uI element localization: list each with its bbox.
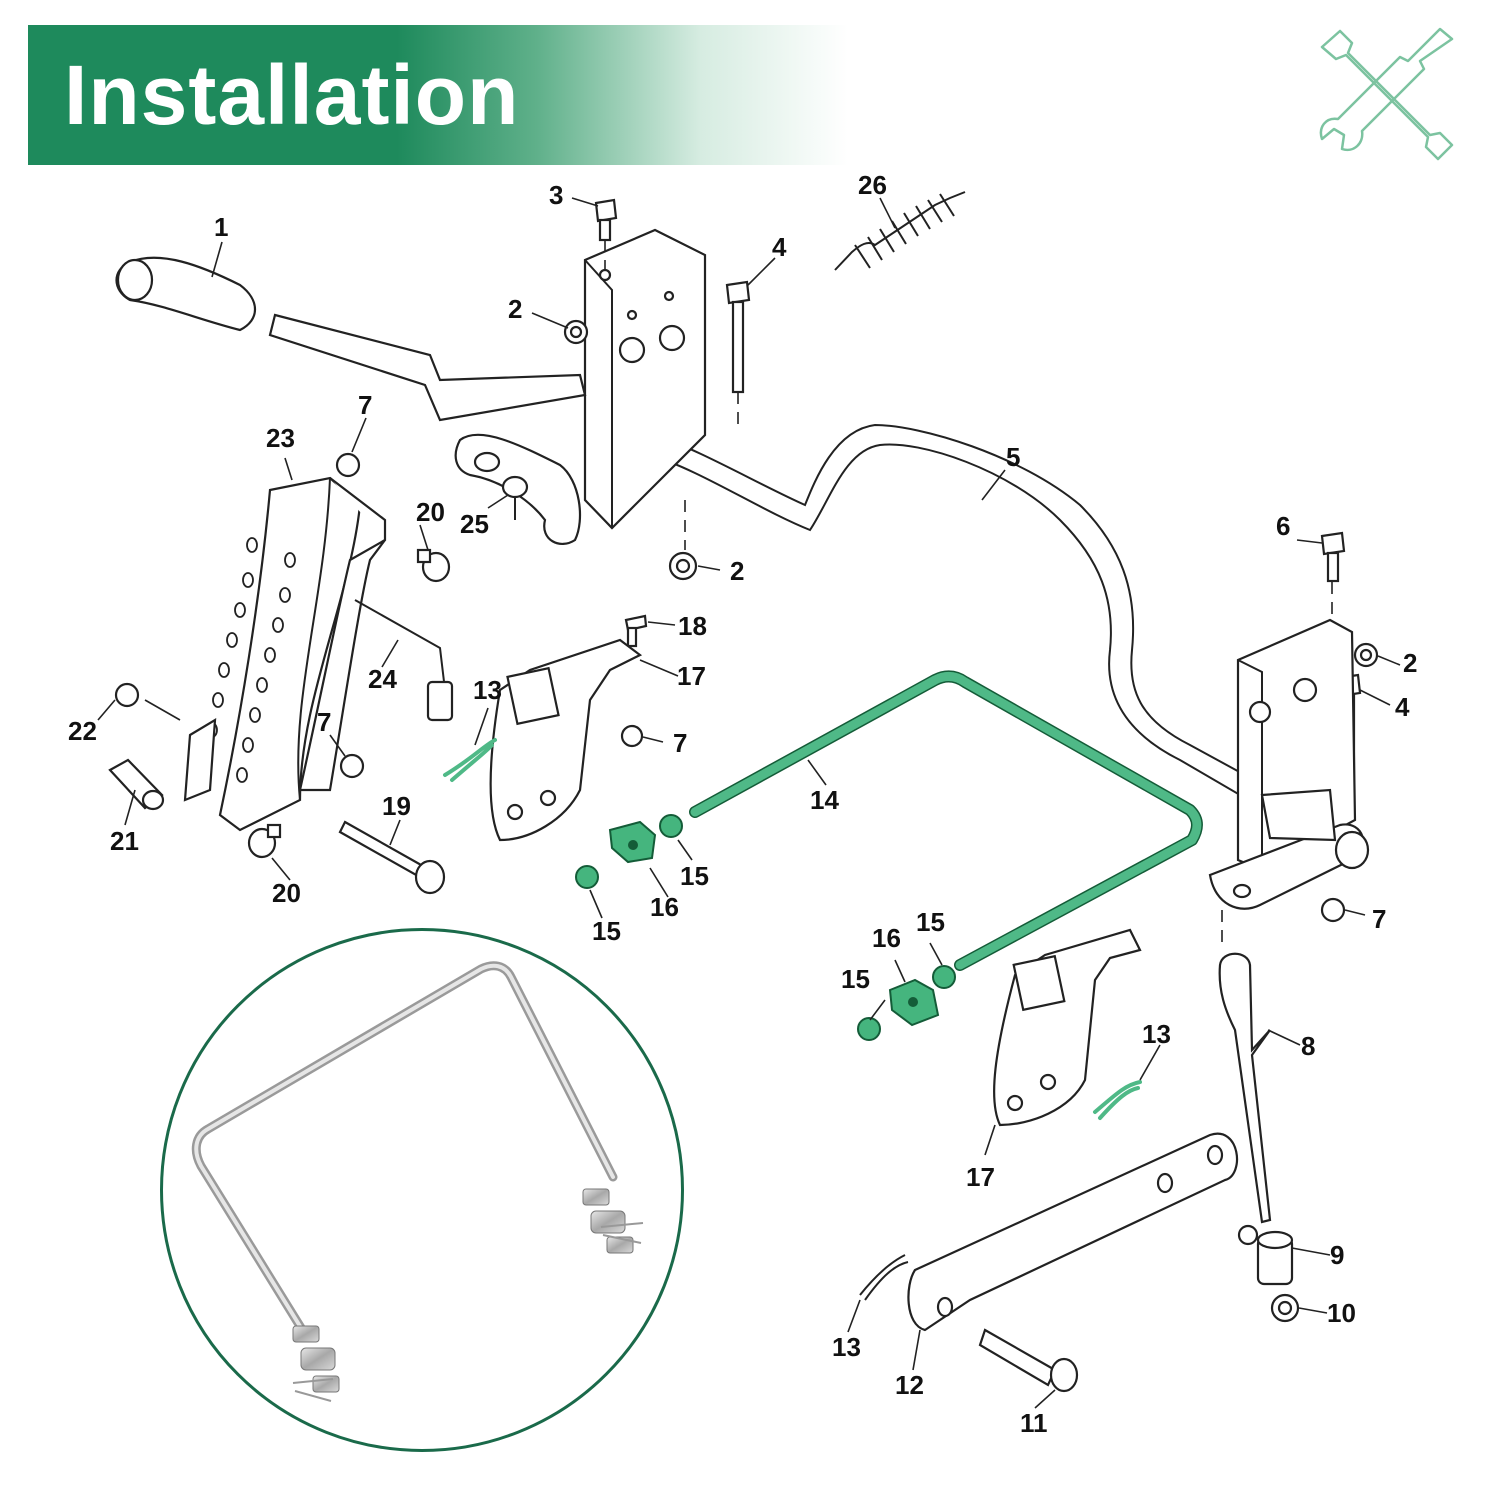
adjustment-rod [689, 670, 1203, 971]
callout-8: 8 [1301, 1031, 1315, 1061]
bolt-19 [338, 820, 446, 895]
callout-20b: 20 [272, 878, 301, 908]
callout-22: 22 [68, 716, 97, 746]
callout-24: 24 [368, 664, 397, 694]
callout-2c: 2 [1403, 648, 1417, 678]
nut-15d [857, 1017, 881, 1041]
callout-21: 21 [110, 826, 139, 856]
callout-2a: 2 [508, 294, 522, 324]
nut-15c [932, 965, 956, 989]
trunnion-16b [888, 978, 940, 1027]
wrench-screwdriver-icon [1319, 27, 1454, 161]
callout-18: 18 [678, 611, 707, 641]
callout-4b: 4 [1395, 692, 1410, 722]
callout-26: 26 [858, 170, 887, 200]
rod-product-illustration [191, 961, 644, 1402]
trunnion-16a [608, 820, 657, 864]
callout-10: 10 [1327, 1298, 1356, 1328]
nut-7b [339, 753, 365, 779]
callout-12: 12 [895, 1370, 924, 1400]
callout-19: 19 [382, 791, 411, 821]
link-rod [1218, 952, 1272, 1224]
hairpin-clip-right [1093, 1080, 1142, 1120]
callout-16a: 16 [650, 892, 679, 922]
callout-20a: 20 [416, 497, 445, 527]
upper-hardware [582, 1188, 644, 1254]
callout-13c: 13 [832, 1332, 861, 1362]
callout-13a: 13 [473, 675, 502, 705]
bolt-18 [624, 614, 648, 648]
bolt-4 [725, 280, 751, 394]
bolt-25 [501, 475, 529, 520]
callout-14: 14 [810, 785, 839, 815]
callout-17a: 17 [677, 661, 706, 691]
nut-2b [668, 551, 698, 581]
handle-shaft [268, 313, 587, 422]
product-inset [160, 928, 684, 1452]
callout-7d: 7 [1372, 904, 1386, 934]
nut-22 [114, 682, 140, 708]
title-banner: Installation [28, 25, 848, 165]
callout-2b: 2 [730, 556, 744, 586]
callout-6: 6 [1276, 511, 1290, 541]
callout-15a: 15 [680, 861, 709, 891]
main-bar-outline [648, 423, 1247, 797]
callout-7b: 7 [317, 707, 331, 737]
callout-15d: 15 [841, 964, 870, 994]
hairpin-clip-bottom [859, 1254, 909, 1301]
nut-7a [335, 452, 361, 478]
nut-7d [1320, 897, 1346, 923]
l-pin [354, 599, 446, 691]
pin-11 [978, 1328, 1057, 1387]
callout-7c: 7 [673, 728, 687, 758]
nut-15a [659, 814, 683, 838]
callout-7a: 7 [358, 390, 372, 420]
callout-23: 23 [266, 423, 295, 453]
upper-bracket [583, 228, 707, 530]
bolt-6 [1320, 531, 1346, 583]
nut-2a [563, 319, 589, 345]
hairpin-clip-left [443, 738, 497, 782]
callout-13b: 13 [1142, 1019, 1171, 1049]
nut-7c [620, 724, 644, 748]
callout-4a: 4 [772, 232, 787, 262]
nut-10 [1270, 1293, 1300, 1323]
lift-arm [907, 1132, 1239, 1332]
callout-9: 9 [1330, 1240, 1344, 1270]
callout-11: 11 [1020, 1408, 1048, 1438]
callout-5: 5 [1006, 442, 1020, 472]
callout-3: 3 [549, 180, 563, 210]
page-title: Installation [64, 48, 520, 142]
callout-15c: 15 [916, 907, 945, 937]
bolt-3 [594, 198, 618, 242]
nut-15b [575, 865, 599, 889]
callout-1: 1 [214, 212, 228, 242]
bolt-20a [416, 548, 451, 583]
nut-2c [1353, 642, 1379, 668]
callout-16b: 16 [872, 923, 901, 953]
callout-25: 25 [460, 509, 489, 539]
bolt-20b [247, 823, 282, 859]
spacer-21 [108, 758, 165, 811]
callout-15b: 15 [592, 916, 621, 946]
callout-17b: 17 [966, 1162, 995, 1192]
lower-hardware [292, 1325, 340, 1402]
